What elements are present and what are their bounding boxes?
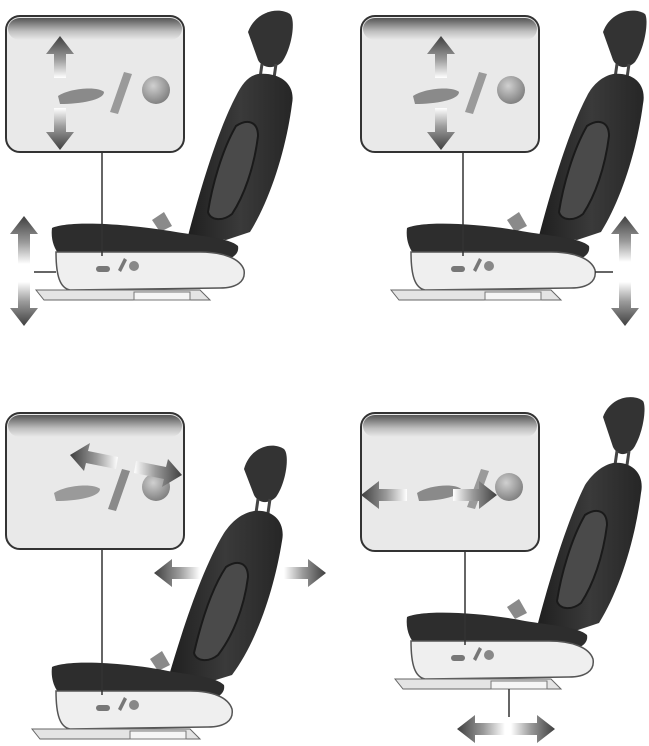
panel-seat-slide	[355, 395, 649, 746]
control-inset	[361, 413, 539, 551]
up-arrow-icon	[611, 216, 639, 262]
panel-seat-height-front	[0, 0, 310, 340]
right-arrow-icon	[284, 559, 326, 587]
up-arrow-icon	[10, 216, 38, 264]
down-arrow-icon	[611, 282, 639, 326]
left-arrow-icon	[457, 715, 505, 743]
panel-seat-height-rear	[355, 0, 649, 340]
left-arrow-icon	[154, 559, 200, 587]
right-arrow-icon	[511, 715, 555, 743]
control-inset	[6, 16, 184, 152]
panel-seatback-recline	[0, 395, 330, 746]
control-inset	[6, 413, 184, 549]
control-inset	[361, 16, 539, 152]
down-arrow-icon	[10, 282, 38, 326]
